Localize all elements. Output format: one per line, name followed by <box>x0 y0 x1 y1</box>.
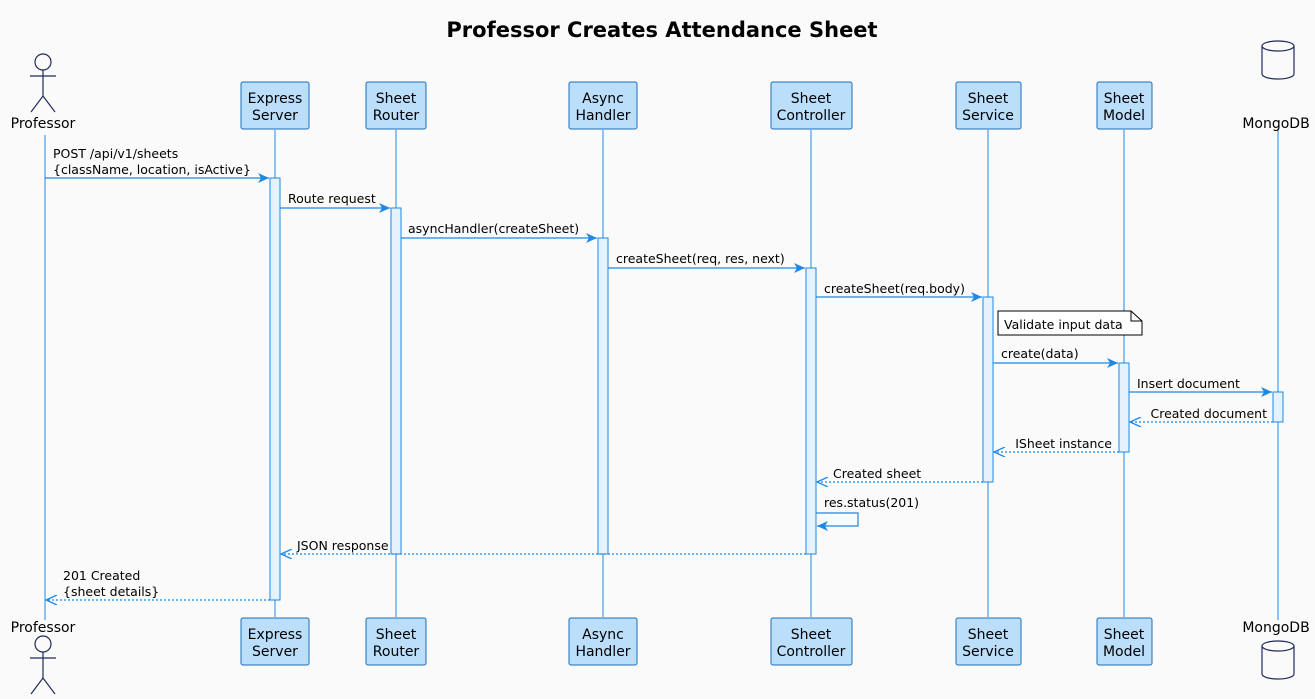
note-validate-input: Validate input data <box>997 310 1143 336</box>
participant-label-line2: Server <box>252 644 298 660</box>
participant-label: MongoDB <box>1242 116 1309 132</box>
person-icon <box>30 53 56 113</box>
message-label: createSheet(req.body) <box>824 281 965 296</box>
message-label: Route request <box>288 191 376 206</box>
participant-router-top: Sheet Router <box>365 81 427 130</box>
participant-label: Professor <box>11 116 76 132</box>
participant-label: Professor <box>11 620 76 636</box>
participant-label-line2: Router <box>373 108 420 124</box>
participant-label-line2: Service <box>962 108 1014 124</box>
message-insert-document: Insert document <box>1129 376 1272 397</box>
participant-express-bottom: Express Server <box>240 617 310 666</box>
participant-service-top: Sheet Service <box>955 81 1022 130</box>
participant-label-line1: Sheet <box>968 91 1009 107</box>
activation-router <box>390 207 402 555</box>
message-arrow <box>816 512 859 531</box>
participant-controller-bottom: Sheet Controller <box>770 617 853 666</box>
database-icon <box>1261 640 1295 680</box>
participant-async-bottom: Async Handler <box>568 617 638 666</box>
message-route-request: Route request <box>280 191 390 213</box>
participant-label-line1: Express <box>248 91 303 107</box>
activation-model <box>1118 362 1130 453</box>
message-create-sheet-controller: createSheet(req, res, next) <box>608 251 805 273</box>
participant-label-line1: Sheet <box>968 627 1009 643</box>
diagram-title: Professor Creates Attendance Sheet <box>446 18 877 42</box>
message-create-data: create(data) <box>993 346 1118 368</box>
participant-label-line1: Sheet <box>376 91 417 107</box>
person-icon <box>30 635 56 695</box>
participant-label-line1: Async <box>582 91 624 107</box>
participant-service-bottom: Sheet Service <box>955 617 1022 666</box>
participant-label-line2: Model <box>1103 108 1145 124</box>
message-label: Created sheet <box>833 466 921 481</box>
activation-service <box>982 296 994 483</box>
participant-async-top: Async Handler <box>568 81 638 130</box>
participant-model-bottom: Sheet Model <box>1096 617 1153 666</box>
participant-label-line2: Server <box>252 108 298 124</box>
participant-router-bottom: Sheet Router <box>365 617 427 666</box>
participant-label-line2: Handler <box>575 108 630 124</box>
participant-label-line2: Handler <box>575 644 630 660</box>
message-post-sheets: POST /api/v1/sheets {className, location… <box>45 146 269 183</box>
activation-mongodb <box>1272 391 1284 423</box>
participant-label-line1: Sheet <box>376 627 417 643</box>
participant-label-line2: Controller <box>777 644 846 660</box>
message-label: ISheet instance <box>1015 436 1112 451</box>
message-label: Created document <box>1150 406 1267 421</box>
activations <box>269 177 1284 601</box>
message-201-created: 201 Created {sheet details} <box>46 568 270 600</box>
activation-async <box>597 237 609 555</box>
participant-label: MongoDB <box>1242 620 1309 636</box>
actor-professor-bottom: Professor <box>11 620 76 695</box>
database-mongodb-top: MongoDB <box>1242 40 1310 132</box>
participant-label-line1: Async <box>582 627 624 643</box>
message-async-handler: asyncHandler(createSheet) <box>401 221 597 243</box>
activation-controller <box>805 267 817 555</box>
lifelines <box>44 130 1279 620</box>
message-label-line2: {sheet details} <box>63 584 159 599</box>
participant-label-line1: Express <box>248 627 303 643</box>
message-label: asyncHandler(createSheet) <box>408 221 579 236</box>
message-label: Insert document <box>1137 376 1240 391</box>
message-json-response: JSON response <box>281 538 806 554</box>
database-icon <box>1261 40 1295 80</box>
message-label: createSheet(req, res, next) <box>616 251 785 266</box>
database-mongodb-bottom: MongoDB <box>1242 620 1310 680</box>
message-label-line1: POST /api/v1/sheets <box>53 146 178 161</box>
participant-label-line2: Model <box>1103 644 1145 660</box>
participant-model-top: Sheet Model <box>1096 81 1153 130</box>
note-text: Validate input data <box>1004 317 1123 332</box>
message-isheet-instance: ISheet instance <box>994 436 1119 452</box>
participant-label-line2: Router <box>373 644 420 660</box>
message-label: res.status(201) <box>824 495 919 510</box>
activation-express <box>269 177 281 601</box>
participant-label-line1: Sheet <box>791 91 832 107</box>
participant-controller-top: Sheet Controller <box>770 81 853 130</box>
message-label: JSON response <box>296 538 389 553</box>
message-create-sheet-service: createSheet(req.body) <box>816 281 982 302</box>
message-created-sheet: Created sheet <box>817 466 983 482</box>
message-label: create(data) <box>1001 346 1079 361</box>
message-label-line2: {className, location, isActive} <box>53 162 251 177</box>
participant-label-line1: Sheet <box>791 627 832 643</box>
participant-label-line2: Service <box>962 644 1014 660</box>
participant-label-line2: Controller <box>777 108 846 124</box>
participant-express-top: Express Server <box>240 81 310 130</box>
message-label-line1: 201 Created <box>63 568 140 583</box>
message-created-document: Created document <box>1130 406 1273 422</box>
participant-label-line1: Sheet <box>1104 627 1145 643</box>
actor-professor-top: Professor <box>11 53 76 132</box>
participant-label-line1: Sheet <box>1104 91 1145 107</box>
message-res-status: res.status(201) <box>816 495 919 531</box>
